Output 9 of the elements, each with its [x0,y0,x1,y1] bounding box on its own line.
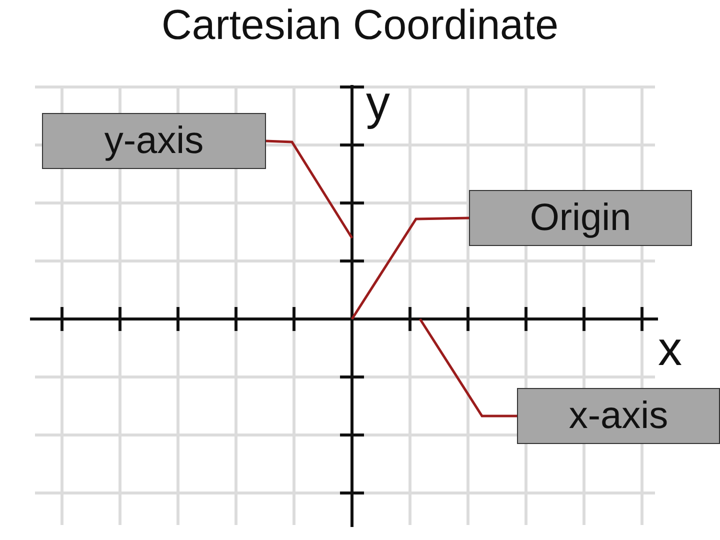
axis-label: y [366,80,390,128]
callout-label: y-axis [42,113,266,169]
leader-line [418,318,517,418]
leader-line [266,140,354,239]
title: Cartesian Coordinate [160,0,560,50]
callout-label: Origin [469,190,692,246]
leader-line [350,216,470,320]
callout-label: x-axis [517,388,720,444]
axis-label: x [658,326,682,374]
